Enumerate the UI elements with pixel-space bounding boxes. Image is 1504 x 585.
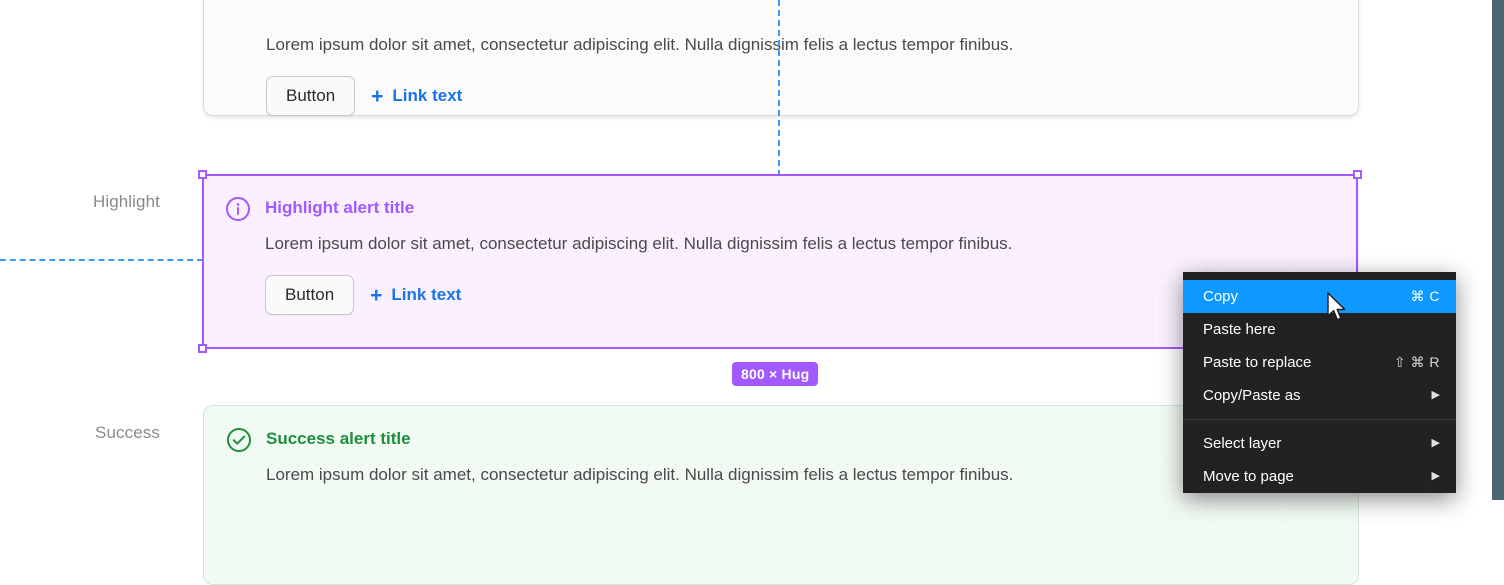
alert-body-text: Lorem ipsum dolor sit amet, consectetur …	[266, 465, 1014, 484]
plus-icon: +	[370, 283, 383, 307]
menu-separator	[1183, 419, 1456, 420]
chevron-right-icon: ▶	[1431, 470, 1440, 482]
alert-header: Success alert title	[226, 426, 1336, 453]
alert-title: Success alert title	[266, 429, 411, 448]
menu-item-label: Paste to replace	[1203, 354, 1312, 371]
row-label-highlight: Highlight	[92, 192, 160, 211]
context-menu[interactable]: Copy ⌘ C Paste here Paste to replace ⇧ ⌘…	[1183, 272, 1456, 493]
menu-item-shortcut: ⌘ C	[1410, 288, 1440, 304]
menu-item-move-to-page[interactable]: Move to page ▶	[1183, 460, 1456, 493]
menu-item-copy-paste-as[interactable]: Copy/Paste as ▶	[1183, 379, 1456, 412]
alert-body-text: Lorem ipsum dolor sit amet, consectetur …	[266, 35, 1014, 54]
alert-header: Highlight alert title	[225, 195, 1337, 222]
menu-item-label: Select layer	[1203, 435, 1282, 452]
selection-size-badge: 800 × Hug	[732, 362, 819, 386]
alert-button[interactable]: Button	[265, 275, 355, 315]
menu-item-label: Copy	[1203, 288, 1239, 305]
alignment-guide-horizontal	[0, 259, 203, 261]
menu-item-label: Move to page	[1203, 468, 1294, 485]
menu-item-paste-here[interactable]: Paste here	[1183, 313, 1456, 346]
alert-body-text: Lorem ipsum dolor sit amet, consectetur …	[265, 234, 1013, 253]
alert-link-label: Link text	[392, 86, 463, 105]
menu-item-label: Paste here	[1203, 321, 1276, 338]
alignment-guide-vertical	[778, 0, 780, 176]
alert-link[interactable]: + Link text	[370, 283, 462, 307]
alert-card-neutral[interactable]: Lorem ipsum dolor sit amet, consectetur …	[203, 0, 1359, 116]
plus-icon: +	[371, 84, 384, 108]
alert-actions: Button + Link text	[266, 76, 1336, 116]
info-circle-icon	[225, 196, 251, 222]
alert-actions: Button + Link text	[265, 275, 1337, 315]
alert-link[interactable]: + Link text	[371, 84, 463, 108]
chevron-right-icon: ▶	[1431, 389, 1440, 401]
canvas-edge-strip	[1492, 0, 1504, 500]
chevron-right-icon: ▶	[1431, 437, 1440, 449]
menu-item-copy[interactable]: Copy ⌘ C	[1183, 280, 1456, 313]
menu-item-shortcut: ⇧ ⌘ R	[1393, 354, 1440, 370]
menu-item-paste-to-replace[interactable]: Paste to replace ⇧ ⌘ R	[1183, 346, 1456, 379]
row-label-success: Success	[95, 423, 160, 442]
alert-button[interactable]: Button	[266, 76, 356, 116]
alert-link-label: Link text	[391, 285, 462, 304]
menu-item-label: Copy/Paste as	[1203, 387, 1301, 404]
alert-title: Highlight alert title	[265, 198, 415, 217]
check-circle-icon	[226, 427, 252, 453]
menu-item-select-layer[interactable]: Select layer ▶	[1183, 427, 1456, 460]
